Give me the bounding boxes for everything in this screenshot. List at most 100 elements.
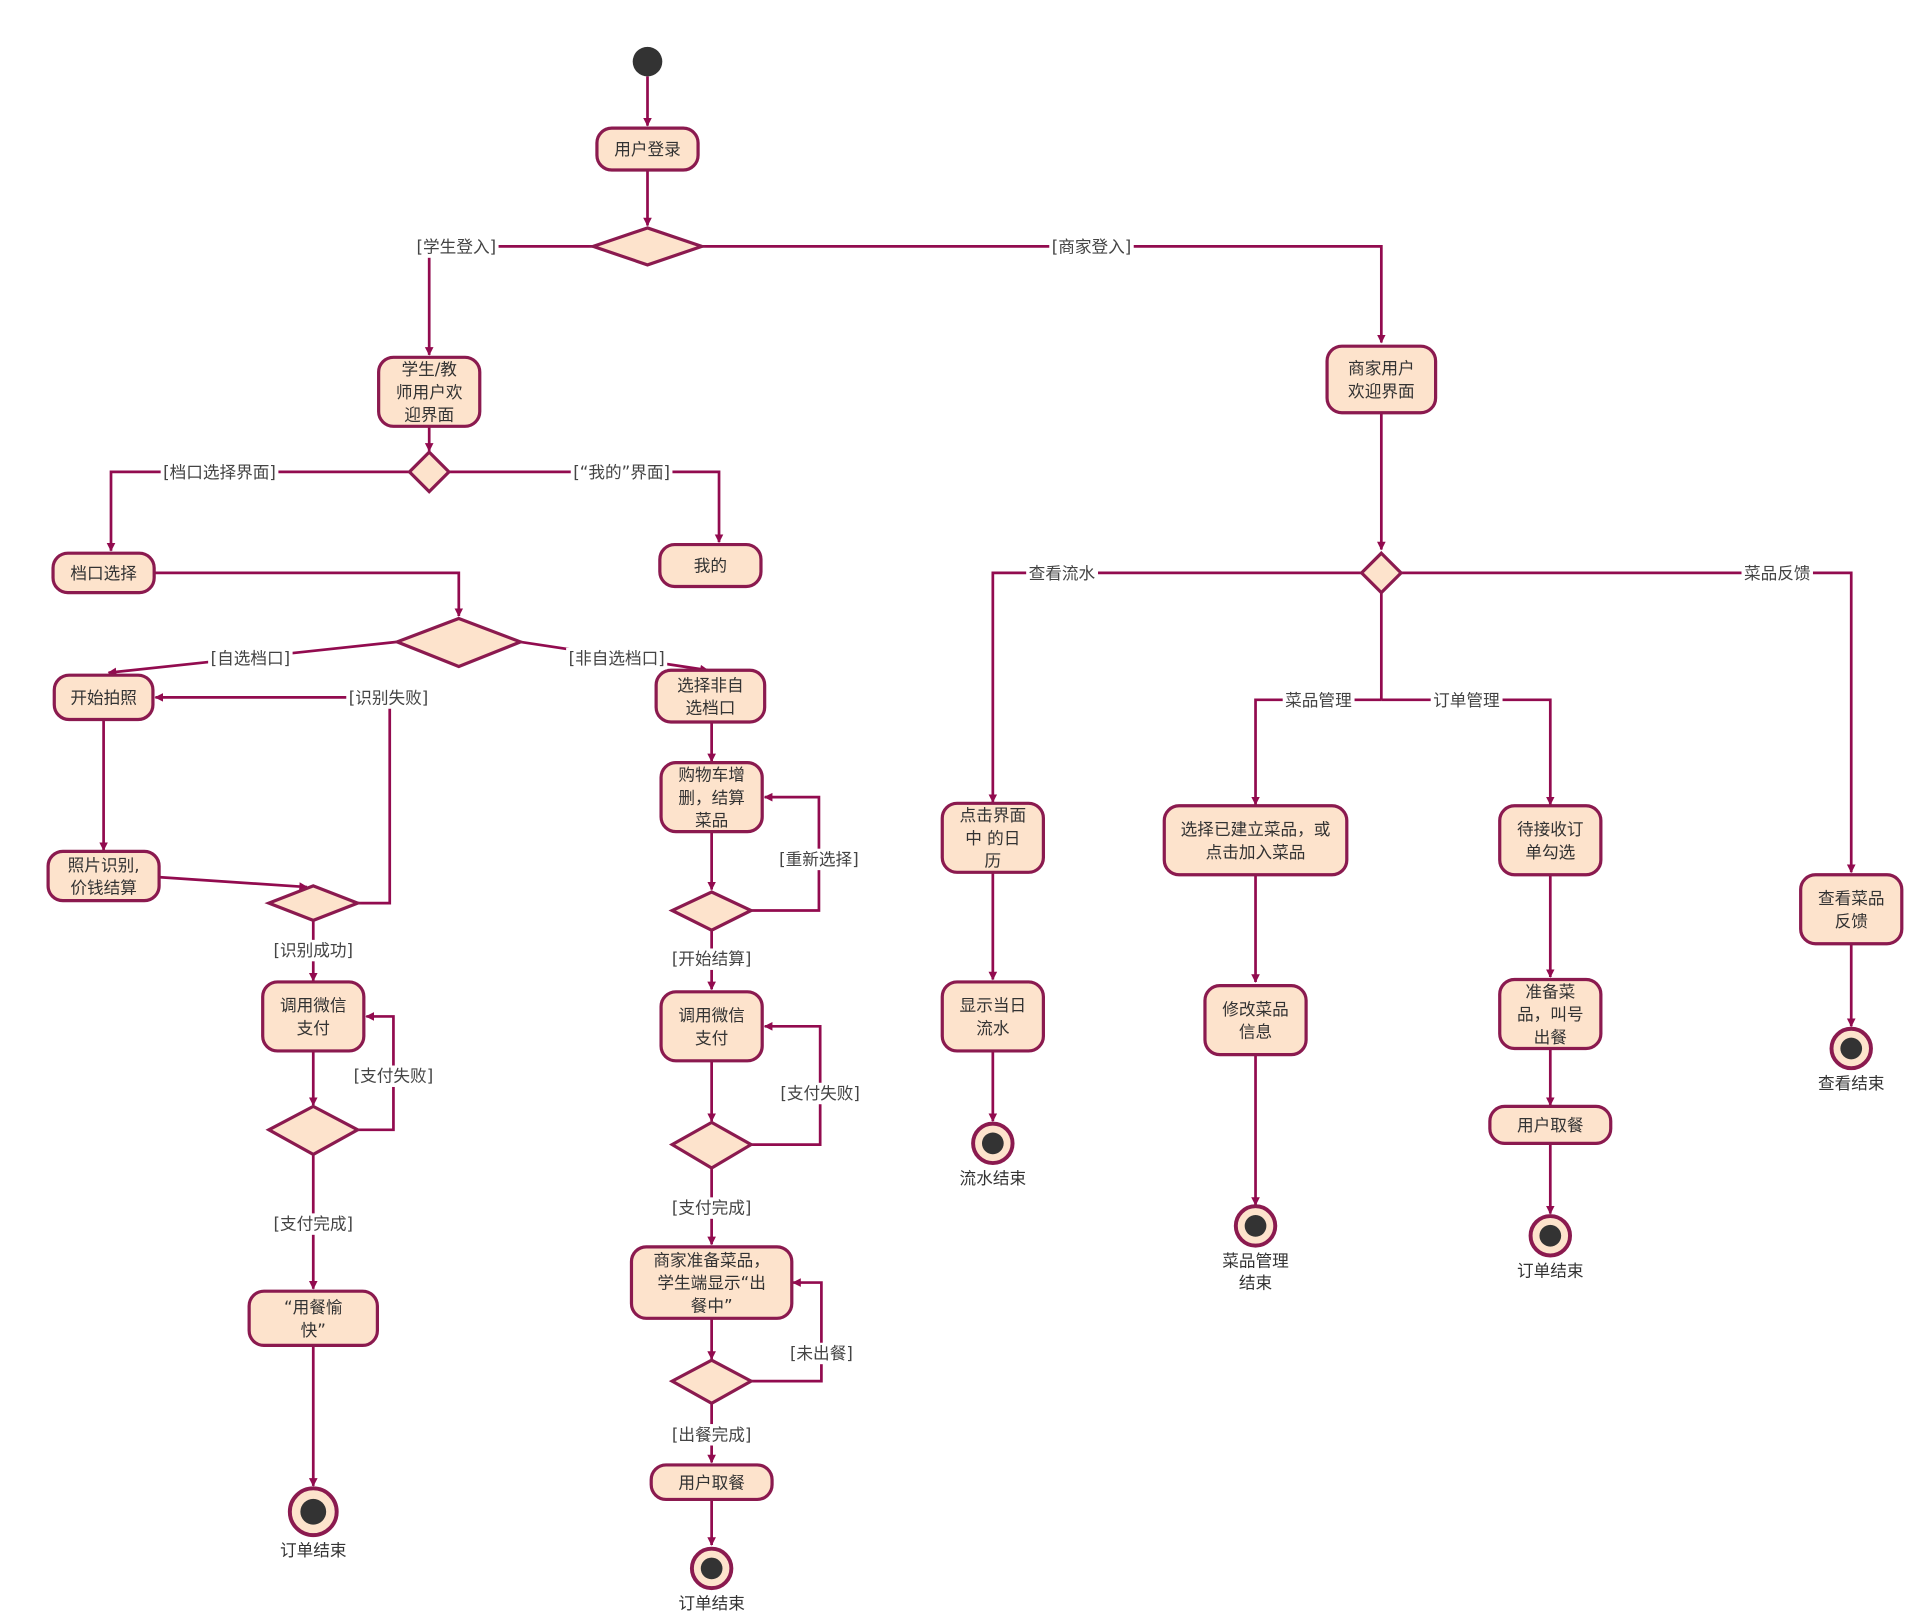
action-user-pickup-1[interactable]: 用户取餐 [649, 1463, 774, 1502]
edge-stall-ui [106, 470, 410, 552]
guard-background [208, 647, 293, 670]
action-label: 点击加入菜品 [1206, 843, 1306, 862]
guard-background [1026, 562, 1099, 585]
action-label: 菜品 [695, 811, 728, 830]
guard-background [1741, 562, 1813, 585]
decision-pay-1[interactable] [265, 1104, 362, 1157]
end-dot [1244, 1215, 1267, 1237]
action-box [1325, 344, 1438, 415]
action-label: 用户登录 [614, 140, 681, 159]
guard-label: [出餐完成] [672, 1425, 752, 1444]
action-label: 调用微信 [678, 1006, 745, 1025]
action-label: 选择非自 [677, 676, 744, 695]
action-label: 学生端显示“出 [657, 1274, 765, 1293]
action-label: 快” [301, 1321, 326, 1340]
guard-background [346, 687, 431, 709]
decision-pay-2[interactable] [668, 1120, 755, 1170]
guard-label: [识别成功] [274, 941, 354, 960]
guard-merchant-login: [商家登入] [1049, 236, 1134, 258]
guard-served: [出餐完成] [669, 1424, 754, 1446]
decision-recognize[interactable] [264, 884, 363, 923]
action-label: “用餐愉 [284, 1298, 343, 1317]
guard-background [669, 1424, 754, 1446]
guard-pay-fail-1: [支付失败] [351, 1065, 436, 1087]
end-node-order-end-1: 订单结束 [280, 1486, 347, 1560]
action-label: 迎界面 [404, 406, 454, 425]
action-photo-recognize[interactable]: 照片识别,价钱结算 [46, 849, 161, 903]
end-label: 订单结束 [1517, 1261, 1584, 1280]
guard-background [351, 1065, 436, 1087]
end-dot [300, 1498, 327, 1525]
guard-pay-fail-2: [支付失败] [777, 1082, 863, 1105]
action-stall-select[interactable]: 档口选择 [51, 551, 156, 595]
action-box [659, 761, 764, 834]
action-label: 价钱结算 [70, 879, 137, 898]
end-label: 订单结束 [280, 1541, 347, 1560]
guard-background [1282, 689, 1355, 712]
guard-background [776, 848, 862, 871]
decision-merchant-menu[interactable] [1359, 550, 1404, 595]
action-label: 查看菜品 [1818, 889, 1885, 908]
action-label: 出餐 [1534, 1028, 1568, 1047]
end-dot [700, 1557, 723, 1580]
decision-cart[interactable] [668, 890, 755, 932]
action-box [1498, 977, 1603, 1051]
action-label: 单勾选 [1525, 843, 1575, 862]
action-label: 用户取餐 [1517, 1116, 1584, 1135]
guard-label: [识别失败] [349, 689, 429, 708]
guard-label: 菜品管理 [1285, 691, 1352, 710]
guard-label: [学生登入] [417, 238, 497, 257]
action-box [51, 551, 156, 595]
decision-stall-type[interactable] [392, 616, 525, 669]
guard-label: [未出餐] [790, 1344, 853, 1363]
action-label: 档口选择 [70, 564, 137, 583]
action-box [1488, 1104, 1613, 1145]
action-box [940, 980, 1046, 1053]
decision-served[interactable] [668, 1358, 755, 1406]
action-label: 我的 [694, 557, 727, 576]
action-mine[interactable]: 我的 [658, 542, 763, 589]
action-label: 选档口 [685, 699, 735, 718]
action-user-pickup-2[interactable]: 用户取餐 [1488, 1104, 1613, 1145]
action-box [1162, 804, 1349, 877]
action-label: 反馈 [1835, 912, 1868, 931]
guard-background [566, 647, 668, 670]
guard-background [1049, 236, 1134, 258]
guard-dish-mgmt: 菜品管理 [1282, 689, 1355, 712]
end-dot [1539, 1224, 1562, 1247]
action-label: 商家准备菜品， [653, 1251, 769, 1270]
guard-background [570, 461, 673, 484]
end-label: 结束 [1239, 1274, 1273, 1293]
start-node [632, 46, 663, 77]
action-label: 购物车增 [678, 766, 745, 785]
action-label: 历 [985, 852, 1002, 871]
action-box [247, 1289, 380, 1348]
guard-label: [支付失败] [354, 1067, 434, 1086]
guard-background [669, 948, 754, 970]
decision-login-type[interactable] [588, 226, 707, 267]
action-box [1498, 804, 1603, 877]
decision-student-ui[interactable] [407, 449, 452, 494]
action-box [377, 355, 482, 428]
guard-label: [支付失败] [780, 1084, 860, 1103]
action-label: 修改菜品 [1222, 1000, 1289, 1019]
action-login[interactable]: 用户登录 [595, 126, 700, 172]
action-merchant-prepare[interactable]: 商家准备菜品，学生端显示“出餐中” [629, 1245, 794, 1320]
action-start-photo[interactable]: 开始拍照 [52, 673, 155, 722]
action-label: 师用户欢 [396, 383, 463, 402]
